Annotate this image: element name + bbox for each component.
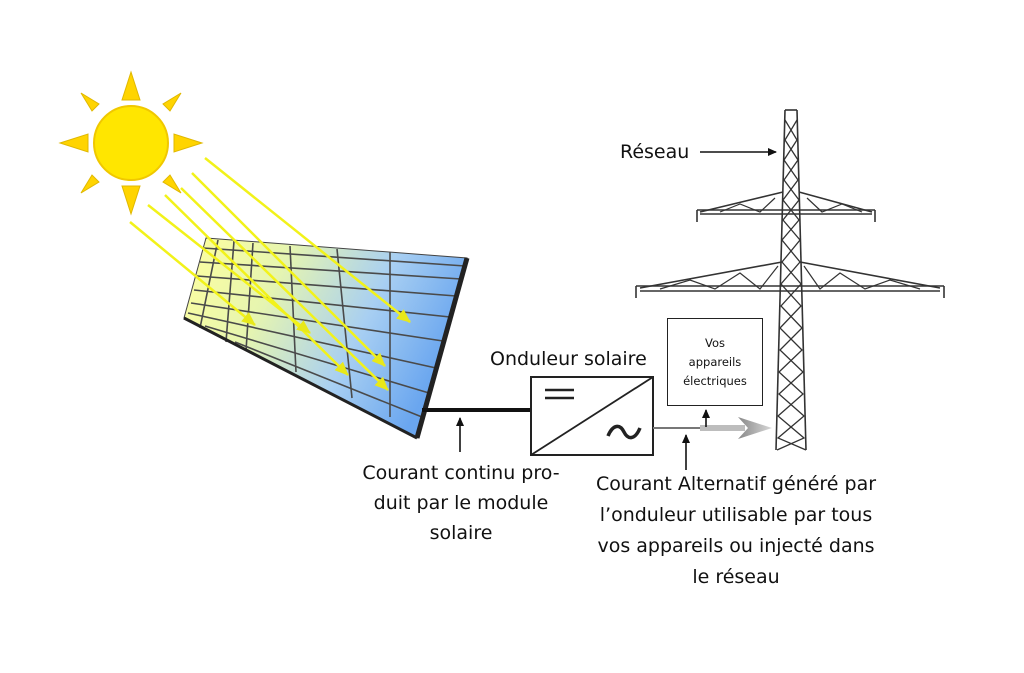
dc-symbol-icon xyxy=(545,388,574,400)
light-beam xyxy=(180,187,389,391)
dc-current-caption: Courant continu pro- duit par le module … xyxy=(336,460,586,547)
grid-pylon-icon xyxy=(635,109,945,451)
sun-rays xyxy=(58,70,204,216)
appliances-label-line: Vos xyxy=(704,335,725,350)
light-beams xyxy=(129,157,411,391)
light-beam xyxy=(164,194,349,376)
appliances-box: Vos appareils électriques xyxy=(667,318,763,406)
light-beam xyxy=(191,172,386,367)
appliances-label-line: appareils xyxy=(688,354,742,369)
ac-current-line: vos appareils ou injecté dans xyxy=(597,535,875,557)
inverter-icon xyxy=(530,376,654,456)
dc-current-line: solaire xyxy=(429,522,493,544)
ac-current-line: le réseau xyxy=(692,566,780,588)
ac-symbol-icon xyxy=(606,424,642,440)
ac-output-flow xyxy=(653,417,772,439)
sun-icon xyxy=(58,70,204,216)
dc-current-line: duit par le module xyxy=(373,492,549,514)
ac-current-line: Courant Alternatif généré par xyxy=(595,473,877,495)
sun-disc xyxy=(93,105,169,181)
light-beam xyxy=(129,221,256,326)
ac-current-caption: Courant Alternatif généré par l’onduleur… xyxy=(586,471,886,591)
grid-label: Réseau xyxy=(620,141,690,163)
ac-current-line: l’onduleur utilisable par tous xyxy=(599,504,873,526)
inverter-label: Onduleur solaire xyxy=(490,348,647,370)
dc-current-line: Courant continu pro- xyxy=(362,462,560,484)
light-beam xyxy=(147,204,311,334)
light-beam xyxy=(204,157,411,323)
appliances-label-line: électriques xyxy=(683,373,747,388)
